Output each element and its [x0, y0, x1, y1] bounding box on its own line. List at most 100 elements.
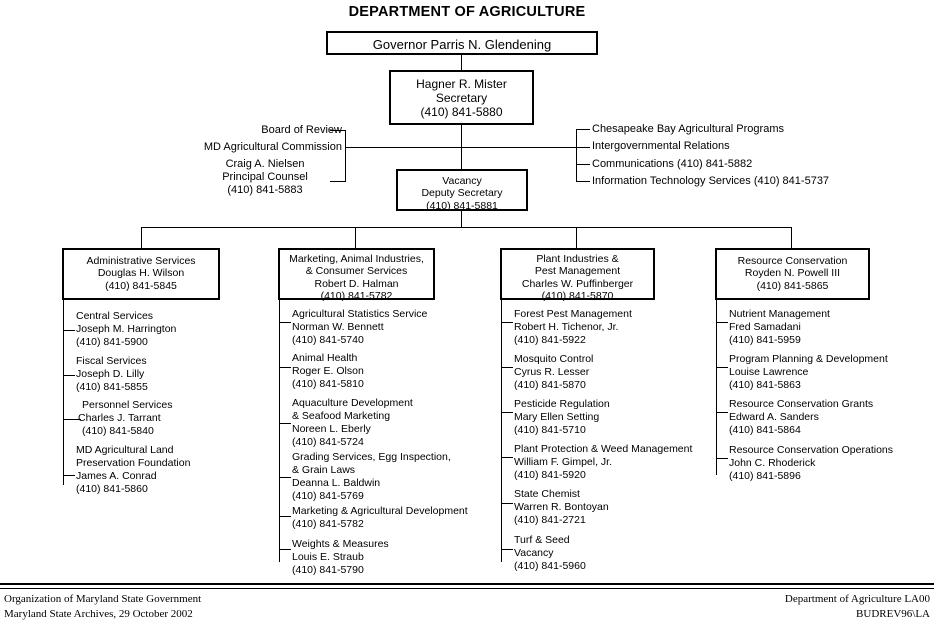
- staff-label-communications: Communications (410) 841-5882: [592, 158, 753, 170]
- unit-animal-health: Animal Health Roger E. Olson (410) 841-5…: [292, 352, 364, 391]
- unit-tick-2-4: [279, 477, 291, 478]
- unit-personnel-services: Personnel Services Charles J. Tarrant (4…: [78, 399, 173, 438]
- unit-tick-1-1: [63, 330, 75, 331]
- unit-2-3-phone: (410) 841-5724: [292, 436, 364, 449]
- deputy-secretary-box: Vacancy Deputy Secretary (410) 841-5881: [396, 169, 528, 212]
- division-bus: [141, 227, 791, 228]
- unit-4-2-phone: (410) 841-5863: [729, 379, 801, 392]
- unit-3-2-phone: (410) 841-5870: [514, 379, 586, 392]
- secretary-phone: (410) 841-5880: [420, 105, 503, 120]
- governor-name: Governor Parris N. Glendening: [372, 37, 552, 52]
- unit-tick-4-2: [716, 367, 728, 368]
- unit-1-2-phone: (410) 841-5855: [76, 381, 148, 394]
- drop-division-4: [791, 227, 792, 248]
- unit-2-1-name: Agricultural Statistics Service: [292, 308, 428, 320]
- footer-rule-top: [0, 583, 934, 585]
- unit-3-4-phone: (410) 841-5920: [514, 469, 586, 482]
- counsel-phone: (410) 841-5883: [227, 183, 303, 196]
- unit-turf-seed: Turf & Seed Vacancy (410) 841-5960: [514, 534, 586, 573]
- unit-3-5-phone: (410) 841-2721: [514, 514, 586, 527]
- unit-4-3-phone: (410) 841-5864: [729, 424, 801, 437]
- footer-right: Department of Agriculture LA00 BUDREV96\…: [785, 592, 930, 622]
- unit-tick-4-1: [716, 322, 728, 323]
- footer-left: Organization of Maryland State Governmen…: [4, 592, 201, 622]
- unit-tick-3-3: [501, 412, 513, 413]
- unit-1-2-name: Fiscal Services: [76, 355, 147, 367]
- unit-2-1-phone: (410) 841-5740: [292, 334, 364, 347]
- unit-tick-2-6: [279, 549, 291, 550]
- unit-2-6-name: Weights & Measures: [292, 538, 389, 550]
- deputy-phone: (410) 841-5881: [426, 199, 498, 212]
- unit-tick-3-1: [501, 322, 513, 323]
- unit-tick-1-2: [63, 375, 75, 376]
- unit-2-3-name-line-2: & Seafood Marketing: [292, 410, 391, 423]
- connector-governor-secretary: [461, 55, 462, 70]
- secretary-role: Secretary: [435, 91, 488, 106]
- staff-label-information-technology-services: Information Technology Services (410) 84…: [592, 175, 830, 187]
- unit-2-1-head: Norman W. Bennett: [292, 321, 384, 334]
- unit-tick-4-3: [716, 412, 728, 413]
- unit-tick-1-4: [63, 475, 75, 476]
- unit-3-2-name: Mosquito Control: [514, 353, 594, 365]
- unit-tick-3-4: [501, 457, 513, 458]
- unit-2-4-name-line-2: & Grain Laws: [292, 464, 356, 477]
- division-box-marketing-animal-industries: Marketing, Animal Industries, & Consumer…: [278, 248, 435, 303]
- unit-1-1-head: Joseph M. Harrington: [76, 323, 177, 336]
- unit-tick-2-5: [279, 516, 291, 517]
- unit-forest-pest-management: Forest Pest Management Robert H. Ticheno…: [514, 308, 632, 347]
- tick-chesapeake-bay: [576, 129, 590, 130]
- unit-3-5-name: State Chemist: [514, 488, 580, 500]
- unit-4-4-head: John C. Rhoderick: [729, 457, 816, 470]
- unit-4-1-name: Nutrient Management: [729, 308, 830, 320]
- connector-deputy-divisions: [461, 211, 462, 228]
- tick-intergovernmental: [576, 147, 590, 148]
- unit-3-3-name: Pesticide Regulation: [514, 398, 610, 410]
- unit-tick-2-2: [279, 367, 291, 368]
- unit-tick-2-3: [279, 423, 291, 424]
- counsel-name: Craig A. Nielsen: [225, 158, 305, 170]
- division-box-resource-conservation: Resource Conservation Royden N. Powell I…: [715, 248, 870, 300]
- staff-label-board-of-review: Board of Review: [261, 124, 342, 136]
- unit-rail-division-4: [716, 300, 717, 475]
- unit-4-3-name: Resource Conservation Grants: [729, 398, 874, 410]
- unit-3-3-phone: (410) 841-5710: [514, 424, 586, 437]
- division-2-phone: (410) 841-5782: [320, 290, 393, 303]
- division-4-phone: (410) 841-5865: [756, 279, 829, 292]
- footer-right-line-2: BUDREV96\LA: [856, 607, 930, 620]
- division-4-title-line-1: Resource Conservation: [737, 255, 848, 267]
- unit-pesticide-regulation: Pesticide Regulation Mary Ellen Setting …: [514, 398, 610, 437]
- unit-3-6-name: Turf & Seed: [514, 534, 570, 546]
- unit-tick-3-5: [501, 503, 513, 504]
- unit-rail-division-2: [279, 300, 280, 562]
- drop-division-1: [141, 227, 142, 248]
- principal-counsel-block: Craig A. Nielsen Principal Counsel (410)…: [200, 158, 330, 197]
- division-3-phone: (410) 841-5870: [541, 290, 614, 303]
- unit-2-2-head: Roger E. Olson: [292, 365, 364, 378]
- division-3-title-line-1: Plant Industries &: [536, 253, 619, 265]
- unit-3-1-name: Forest Pest Management: [514, 308, 632, 320]
- unit-4-1-head: Fred Samadani: [729, 321, 801, 334]
- unit-3-2-head: Cyrus R. Lesser: [514, 366, 590, 379]
- unit-1-3-name: Personnel Services: [82, 399, 173, 411]
- footer-rule-bottom: [0, 588, 934, 589]
- unit-2-4-name-line-1: Grading Services, Egg Inspection,: [292, 451, 451, 463]
- staff-label-md-agricultural-commission: MD Agricultural Commission: [203, 141, 342, 153]
- unit-marketing-agricultural-development: Marketing & Agricultural Development (41…: [292, 505, 468, 531]
- unit-3-1-phone: (410) 841-5922: [514, 334, 586, 347]
- secretary-name: Hagner R. Mister: [416, 77, 507, 91]
- unit-2-3-name-line-1: Aquaculture Development: [292, 397, 413, 409]
- unit-3-1-head: Robert H. Tichenor, Jr.: [514, 321, 619, 334]
- staff-bus-left: [345, 147, 462, 148]
- unit-2-3-head: Noreen L. Eberly: [292, 423, 371, 436]
- drop-division-2: [355, 227, 356, 248]
- footer-right-line-1: Department of Agriculture LA00: [784, 593, 930, 605]
- unit-4-2-head: Louise Lawrence: [729, 366, 809, 379]
- staff-label-intergovernmental-relations: Intergovernmental Relations: [592, 140, 730, 152]
- unit-1-2-head: Joseph D. Lilly: [76, 368, 145, 381]
- staff-label-chesapeake-bay: Chesapeake Bay Agricultural Programs: [592, 123, 784, 135]
- unit-plant-protection-weed-management: Plant Protection & Weed Management Willi…: [514, 443, 692, 482]
- division-3-title-line-2: Pest Management: [534, 265, 621, 278]
- right-bracket-rail: [576, 129, 577, 181]
- unit-4-1-phone: (410) 841-5959: [729, 334, 801, 347]
- unit-1-4-phone: (410) 841-5860: [76, 483, 148, 496]
